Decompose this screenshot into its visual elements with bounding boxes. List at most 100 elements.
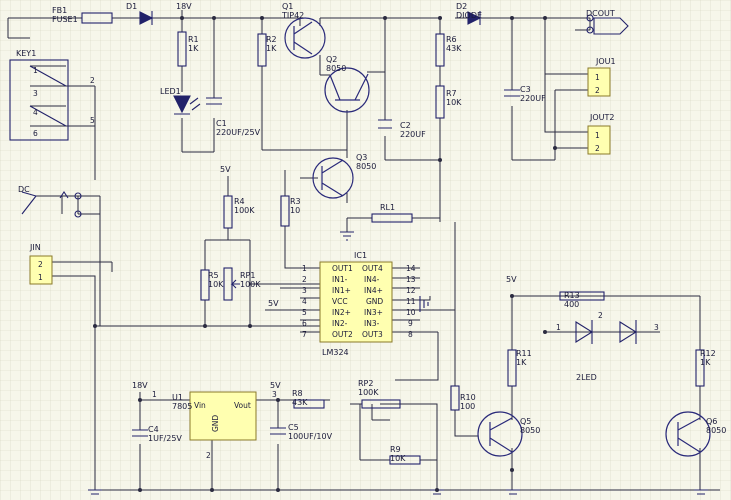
jin-pin-2: 2 bbox=[38, 260, 43, 269]
regulator-pin-1: 1 bbox=[152, 390, 157, 399]
ic1-body bbox=[319, 261, 393, 343]
led2-pin-1: 1 bbox=[556, 323, 561, 332]
ic1-pin-name-9: IN3- bbox=[364, 319, 380, 328]
label-line: Q6 bbox=[706, 417, 717, 426]
component-transistor-q6 bbox=[665, 411, 711, 457]
ic1-pin-name-13: IN4- bbox=[364, 275, 380, 284]
connector-jou1 bbox=[587, 67, 611, 97]
label-line: 5V bbox=[506, 275, 517, 284]
key1-pin-4: 4 bbox=[33, 108, 38, 117]
label-5v-r4: 5V bbox=[220, 165, 231, 174]
component-transistor-q5 bbox=[477, 411, 523, 457]
label-line: 43K bbox=[292, 398, 308, 407]
label-line: 5V bbox=[270, 381, 281, 390]
label-line: 100K bbox=[240, 280, 261, 289]
component-led1 bbox=[173, 95, 201, 115]
label-line: R12 bbox=[700, 349, 716, 358]
label-line: 220UF bbox=[520, 94, 546, 103]
label-line: C4 bbox=[148, 425, 159, 434]
label-line: Q5 bbox=[520, 417, 531, 426]
label-line: DCOUT bbox=[586, 9, 615, 18]
label-line: 1K bbox=[516, 358, 527, 367]
ic1-pin-num-12: 12 bbox=[406, 286, 416, 295]
label-line: R5 bbox=[208, 271, 219, 280]
label-line: 1K bbox=[188, 44, 199, 53]
ic1-pin-num-6: 6 bbox=[302, 319, 307, 328]
label-line: DC bbox=[18, 185, 30, 194]
ic1-pin-num-13: 13 bbox=[406, 275, 416, 284]
label-line: 2LED bbox=[576, 373, 597, 382]
key1-pin-5: 5 bbox=[90, 116, 95, 125]
label-18v-bottom: 18V bbox=[132, 381, 148, 390]
component-fuse-fb1 bbox=[81, 12, 113, 24]
component-ground-symbols bbox=[88, 231, 708, 495]
label-line: 220UF bbox=[400, 130, 426, 139]
led2-pin-2: 2 bbox=[598, 311, 603, 320]
label-line: 18V bbox=[176, 2, 192, 11]
label-line: R6 bbox=[446, 35, 457, 44]
label-line: Q1 bbox=[282, 2, 293, 11]
label-key1: KEY1 bbox=[16, 49, 36, 58]
label-line: JOU1 bbox=[595, 57, 616, 66]
label-line: 10K bbox=[446, 98, 462, 107]
label-ic1: IC1 bbox=[354, 251, 367, 260]
component-potentiometer-rp1 bbox=[223, 267, 240, 301]
ic1-pin-name-2: IN1- bbox=[332, 275, 348, 284]
label-line: 5V bbox=[220, 165, 231, 174]
label-line: C1 bbox=[216, 119, 227, 128]
label-line: 100UF/10V bbox=[288, 432, 333, 441]
junction-dots bbox=[93, 16, 557, 492]
component-transistor-q3 bbox=[312, 157, 354, 199]
ic1-pin-num-7: 7 bbox=[302, 330, 307, 339]
label-line: 10K bbox=[208, 280, 224, 289]
key1-pin-3: 3 bbox=[33, 89, 38, 98]
ic1-pin-num-11: 11 bbox=[406, 297, 416, 306]
ic1-pin-num-8: 8 bbox=[408, 330, 413, 339]
label-line: 8050 bbox=[326, 64, 346, 73]
label-line: R4 bbox=[234, 197, 245, 206]
component-diode-d2 bbox=[467, 11, 482, 25]
label-line: FB1 bbox=[52, 6, 67, 15]
label-line: IC1 bbox=[354, 251, 367, 260]
ic1-pin-num-2: 2 bbox=[302, 275, 307, 284]
connector-jout2 bbox=[587, 125, 611, 155]
label-line: R11 bbox=[516, 349, 532, 358]
regulator-labels: Vin Vout GND 1 2 3 bbox=[152, 390, 277, 460]
label-line: 1K bbox=[266, 44, 277, 53]
ic1-pin-num-5: 5 bbox=[302, 308, 307, 317]
label-line: D2 bbox=[456, 2, 467, 11]
label-5v-left: 5V bbox=[268, 299, 279, 308]
label-2led: 2LED bbox=[576, 373, 597, 382]
label-line: R3 bbox=[290, 197, 301, 206]
label-jin: JIN bbox=[29, 243, 41, 252]
led2-pin-3: 3 bbox=[654, 323, 659, 332]
label-line: R2 bbox=[266, 35, 277, 44]
component-key1-switch bbox=[9, 59, 69, 141]
component-dc-jack bbox=[21, 191, 82, 218]
ic1-pin-name-11: GND bbox=[366, 297, 383, 306]
jout2-pin-1: 1 bbox=[595, 131, 600, 140]
connector-jin bbox=[29, 255, 53, 285]
ic1-pin-num-1: 1 bbox=[302, 264, 307, 273]
label-line: C2 bbox=[400, 121, 411, 130]
label-line: TIP42 bbox=[281, 11, 304, 20]
component-diode-d1 bbox=[139, 11, 154, 25]
label-line: R8 bbox=[292, 389, 303, 398]
ic1-pin-name-4: VCC bbox=[332, 297, 348, 306]
label-line: 10 bbox=[290, 206, 300, 215]
